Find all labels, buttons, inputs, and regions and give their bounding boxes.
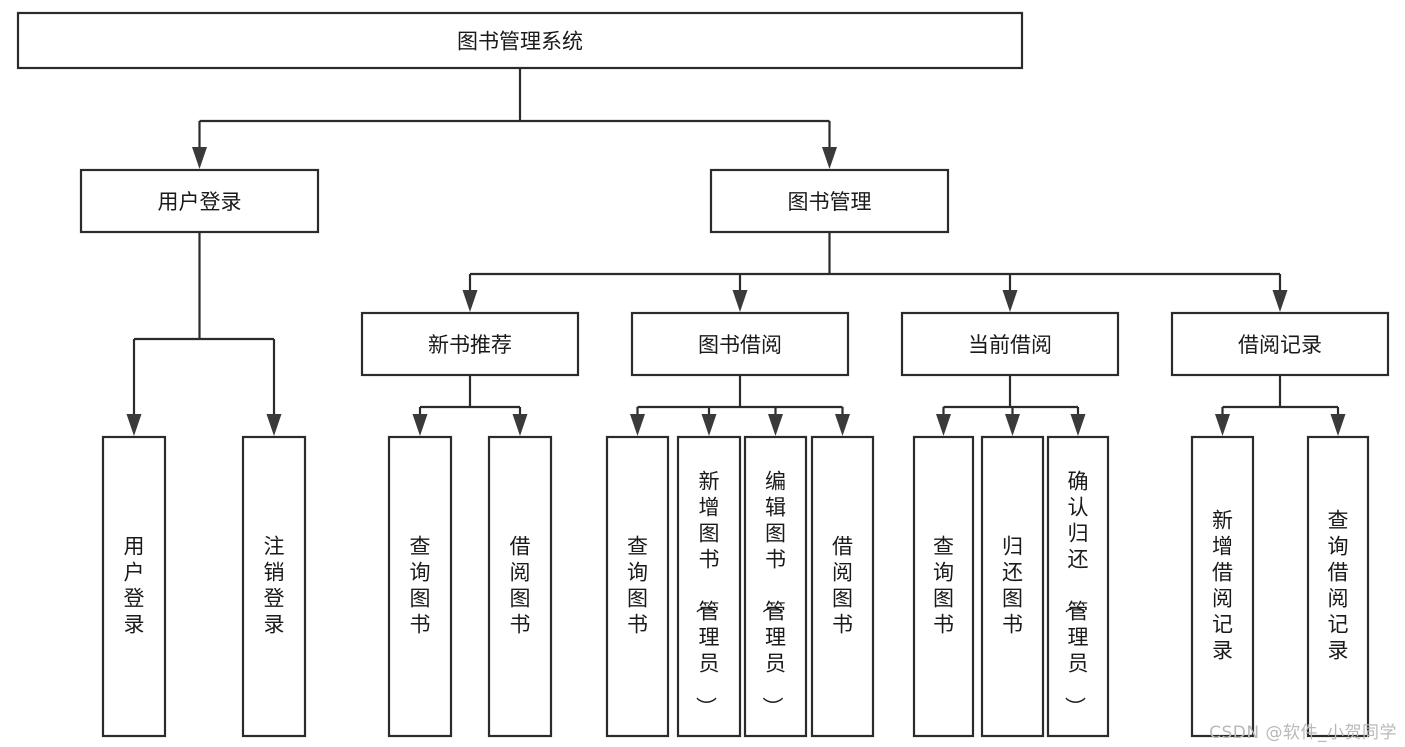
nodes-layer: 图书管理系统用户登录图书管理新书推荐图书借阅当前借阅借阅记录用户登录注销登录查询… bbox=[16, 11, 1390, 738]
node-borrow[interactable]: 图书借阅 bbox=[630, 311, 850, 377]
node-label-bookmgmt: 图书管理 bbox=[788, 190, 872, 214]
node-box-newrec-b[interactable] bbox=[487, 435, 553, 738]
edge-group-current bbox=[936, 375, 1086, 436]
node-records-add[interactable]: 新增借阅记录 bbox=[1190, 435, 1255, 738]
edge-group-borrow bbox=[630, 375, 850, 436]
arrow-head-icon bbox=[936, 414, 951, 436]
node-current-r[interactable]: 归还图书 bbox=[980, 435, 1045, 738]
node-box-records[interactable] bbox=[1170, 311, 1390, 377]
edge-group-records bbox=[1215, 375, 1346, 436]
node-label-login-in: 用户登录 bbox=[124, 535, 145, 637]
node-box-borrow-q[interactable] bbox=[605, 435, 670, 738]
node-borrow-edit[interactable]: 编辑图书（管理员） bbox=[743, 435, 808, 738]
node-login[interactable]: 用户登录 bbox=[79, 168, 320, 234]
node-label-records-q: 查询借阅记录 bbox=[1328, 509, 1349, 663]
node-newrec-q[interactable]: 查询图书 bbox=[387, 435, 453, 738]
arrow-head-icon bbox=[512, 414, 528, 436]
node-box-current-r[interactable] bbox=[980, 435, 1045, 738]
arrow-head-icon bbox=[126, 414, 142, 436]
node-label-records: 借阅记录 bbox=[1238, 333, 1322, 357]
arrow-head-icon bbox=[732, 290, 748, 312]
arrow-head-icon bbox=[412, 414, 428, 436]
node-box-current[interactable] bbox=[900, 311, 1120, 377]
node-newrec[interactable]: 新书推荐 bbox=[360, 311, 580, 377]
edge-group-newrec bbox=[412, 375, 528, 436]
node-label-login: 用户登录 bbox=[158, 190, 242, 214]
node-box-borrow[interactable] bbox=[630, 311, 850, 377]
arrow-head-icon bbox=[768, 414, 783, 436]
arrow-head-icon bbox=[630, 414, 645, 436]
node-current-q[interactable]: 查询图书 bbox=[912, 435, 975, 738]
node-box-login-in[interactable] bbox=[101, 435, 167, 738]
node-box-borrow-edit[interactable] bbox=[743, 435, 808, 738]
node-box-root[interactable] bbox=[16, 11, 1024, 70]
node-records-q[interactable]: 查询借阅记录 bbox=[1306, 435, 1370, 738]
arrow-head-icon bbox=[1005, 414, 1020, 436]
node-label-current: 当前借阅 bbox=[968, 333, 1052, 357]
node-label-current-r: 归还图书 bbox=[1002, 535, 1023, 637]
node-label-borrow-edit: 编辑图书（管理员） bbox=[760, 470, 786, 718]
arrow-head-icon bbox=[822, 147, 837, 169]
node-borrow-add[interactable]: 新增图书（管理员） bbox=[676, 435, 742, 738]
node-label-newrec-q: 查询图书 bbox=[410, 535, 431, 637]
arrow-head-icon bbox=[1002, 290, 1018, 312]
node-label-newrec-b: 借阅图书 bbox=[510, 535, 531, 637]
arrow-head-icon bbox=[462, 290, 478, 312]
arrow-head-icon bbox=[1272, 290, 1288, 312]
node-login-in[interactable]: 用户登录 bbox=[101, 435, 167, 738]
node-current-c[interactable]: 确认归还（管理员） bbox=[1046, 435, 1110, 738]
node-box-newrec-q[interactable] bbox=[387, 435, 453, 738]
edge-group-login bbox=[126, 232, 282, 436]
node-box-borrow-add[interactable] bbox=[676, 435, 742, 738]
arrow-head-icon bbox=[1070, 414, 1086, 436]
node-label-borrow: 图书借阅 bbox=[698, 333, 782, 357]
edges-layer bbox=[126, 68, 1346, 436]
arrow-head-icon bbox=[1215, 414, 1230, 436]
node-label-borrow-q: 查询图书 bbox=[627, 535, 648, 637]
node-root[interactable]: 图书管理系统 bbox=[16, 11, 1024, 70]
node-label-current-c: 确认归还（管理员） bbox=[1063, 470, 1089, 718]
node-box-login[interactable] bbox=[79, 168, 320, 234]
node-label-current-q: 查询图书 bbox=[933, 535, 954, 637]
node-label-borrow-b: 借阅图书 bbox=[832, 535, 853, 637]
node-records[interactable]: 借阅记录 bbox=[1170, 311, 1390, 377]
arrow-head-icon bbox=[266, 414, 282, 436]
arrow-head-icon bbox=[192, 147, 207, 169]
edge-group-root bbox=[192, 68, 837, 169]
arrow-head-icon bbox=[1330, 414, 1346, 436]
node-borrow-b[interactable]: 借阅图书 bbox=[810, 435, 875, 738]
node-label-borrow-add: 新增图书（管理员） bbox=[694, 470, 720, 718]
node-box-records-add[interactable] bbox=[1190, 435, 1255, 738]
node-box-bookmgmt[interactable] bbox=[709, 168, 950, 234]
node-label-root: 图书管理系统 bbox=[457, 30, 583, 54]
node-label-records-add: 新增借阅记录 bbox=[1212, 509, 1233, 663]
node-box-login-out[interactable] bbox=[241, 435, 307, 738]
node-box-records-q[interactable] bbox=[1306, 435, 1370, 738]
node-newrec-b[interactable]: 借阅图书 bbox=[487, 435, 553, 738]
arrow-head-icon bbox=[835, 414, 850, 436]
node-box-current-q[interactable] bbox=[912, 435, 975, 738]
node-current[interactable]: 当前借阅 bbox=[900, 311, 1120, 377]
node-box-borrow-b[interactable] bbox=[810, 435, 875, 738]
node-bookmgmt[interactable]: 图书管理 bbox=[709, 168, 950, 234]
node-box-newrec[interactable] bbox=[360, 311, 580, 377]
edge-group-bookmgmt bbox=[462, 232, 1288, 312]
arrow-head-icon bbox=[701, 414, 717, 436]
node-login-out[interactable]: 注销登录 bbox=[241, 435, 307, 738]
node-label-newrec: 新书推荐 bbox=[428, 333, 512, 357]
node-box-current-c[interactable] bbox=[1046, 435, 1110, 738]
node-label-login-out: 注销登录 bbox=[264, 535, 285, 637]
node-borrow-q[interactable]: 查询图书 bbox=[605, 435, 670, 738]
